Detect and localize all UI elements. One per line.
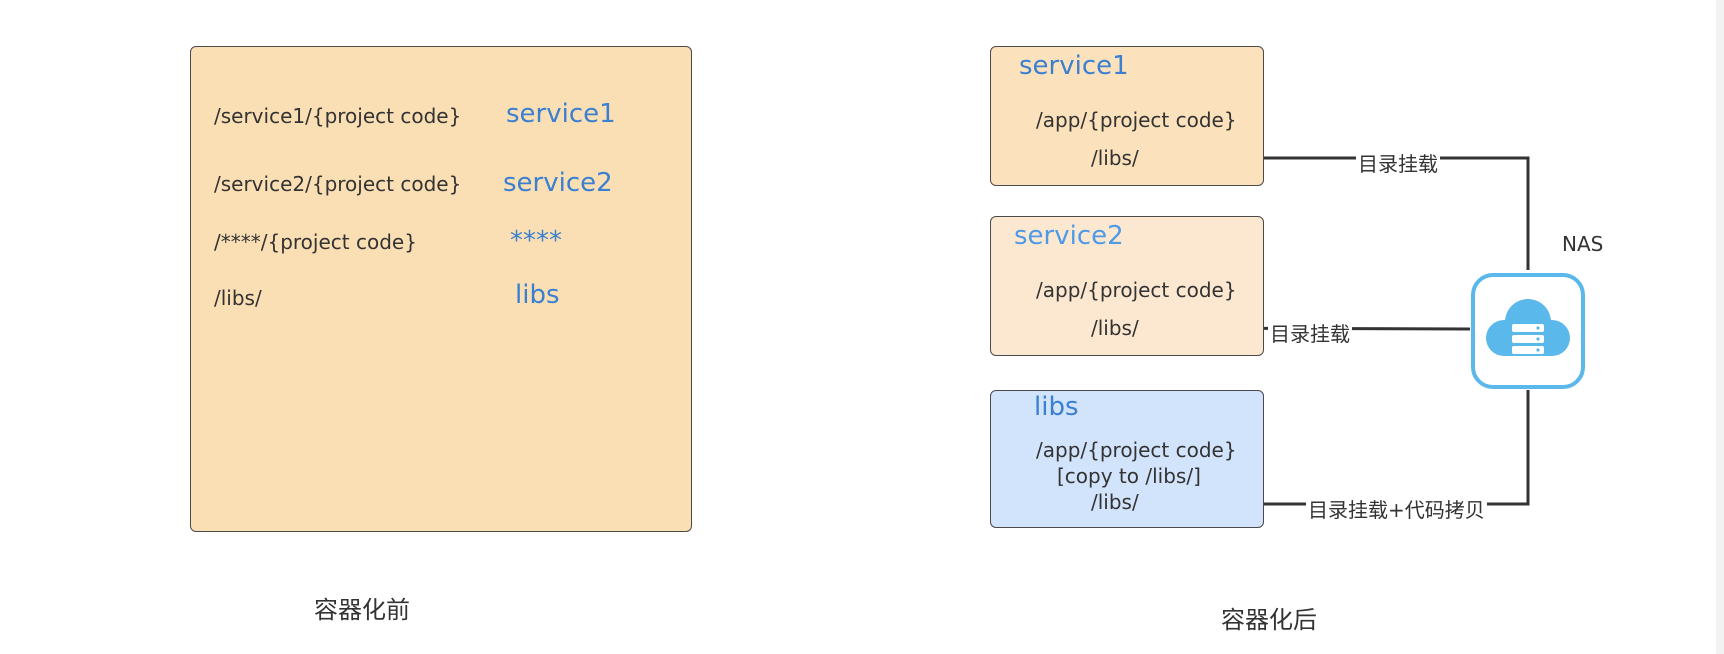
service2-title: service2: [1014, 221, 1124, 251]
service1-libs-path: /libs/: [1091, 146, 1139, 170]
before-path-stars: /****/{project code}: [214, 230, 417, 254]
before-caption: 容器化前: [314, 596, 410, 624]
before-path-service1: /service1/{project code}: [214, 104, 462, 128]
service1-mount-label: 目录挂载: [1356, 148, 1440, 177]
before-name-service2: service2: [503, 168, 613, 198]
libs-connector: [1148, 390, 1530, 506]
service1-container-box: [990, 46, 1264, 186]
libs-title: libs: [1034, 392, 1079, 422]
libs-app-path: /app/{project code}: [1036, 438, 1237, 462]
after-caption: 容器化后: [1221, 606, 1317, 634]
before-name-libs: libs: [515, 280, 560, 310]
service2-libs-path: /libs/: [1091, 316, 1139, 340]
service1-title: service1: [1019, 51, 1129, 81]
service2-container-box: [990, 216, 1264, 356]
libs-mount-label: 目录挂载+代码拷贝: [1306, 494, 1487, 523]
libs-copy-note: [copy to /libs/]: [1057, 464, 1201, 488]
service2-mount-label: 目录挂载: [1268, 318, 1352, 347]
service1-connector: [1150, 156, 1530, 270]
cloud-server-icon: [1471, 273, 1585, 389]
before-name-service1: service1: [506, 99, 616, 129]
before-container-box: [190, 46, 692, 532]
before-path-service2: /service2/{project code}: [214, 172, 462, 196]
before-path-libs: /libs/: [214, 286, 262, 310]
nas-label: NAS: [1562, 232, 1604, 256]
service1-app-path: /app/{project code}: [1036, 108, 1237, 132]
service2-app-path: /app/{project code}: [1036, 278, 1237, 302]
libs-libs-path: /libs/: [1091, 490, 1139, 514]
libs-container-box: [990, 390, 1264, 528]
before-name-stars: ****: [510, 226, 562, 256]
page-edge: [1716, 0, 1724, 654]
